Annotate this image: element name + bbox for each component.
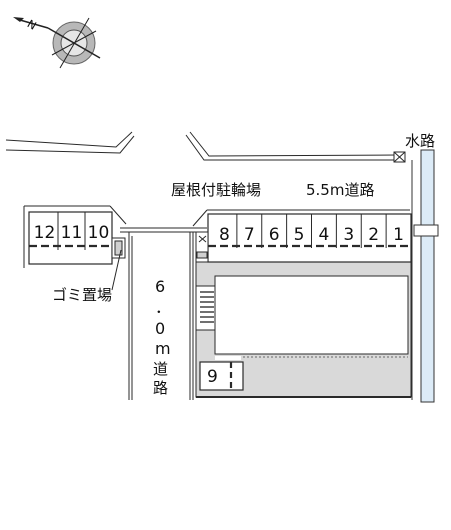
- parking-number-12: 12: [34, 223, 56, 243]
- road-6-char-4: m: [155, 339, 171, 358]
- water-channel: [411, 149, 439, 403]
- parking-number-10: 10: [88, 223, 110, 243]
- stairs-icon: [200, 291, 214, 323]
- parking-number-4: 4: [319, 225, 330, 245]
- garbage-leader-line: [111, 249, 122, 291]
- road-boundary-top: [5, 131, 406, 163]
- road-6-char-1: 6: [155, 277, 165, 296]
- compass-rose-icon: N: [13, 17, 101, 69]
- site-boundary: [23, 205, 410, 400]
- parking-space-9: 9: [199, 361, 244, 391]
- road-6-char-5: 道: [153, 360, 168, 378]
- parking-number-2: 2: [368, 225, 379, 245]
- parking-number-1: 1: [393, 225, 404, 245]
- label-road-6-0m: 6 ． 0 m 道 路: [153, 277, 171, 397]
- road-6-char-3: 0: [155, 319, 165, 338]
- parking-number-6: 6: [269, 225, 280, 245]
- parking-number-8: 8: [219, 225, 230, 245]
- road-6-char-2: ．: [155, 298, 171, 317]
- label-water-channel: 水路: [405, 132, 435, 150]
- label-garbage-area: ゴミ置場: [52, 286, 112, 304]
- parking-number-3: 3: [343, 225, 354, 245]
- parking-number-5: 5: [294, 225, 305, 245]
- label-road-5-5m: 5.5m道路: [306, 181, 374, 199]
- parking-number-7: 7: [244, 225, 255, 245]
- label-covered-parking: 屋根付駐輪場: [171, 181, 261, 199]
- road-6-char-6: 路: [153, 379, 168, 397]
- parking-number-9: 9: [207, 367, 218, 387]
- parking-number-11: 11: [61, 223, 83, 243]
